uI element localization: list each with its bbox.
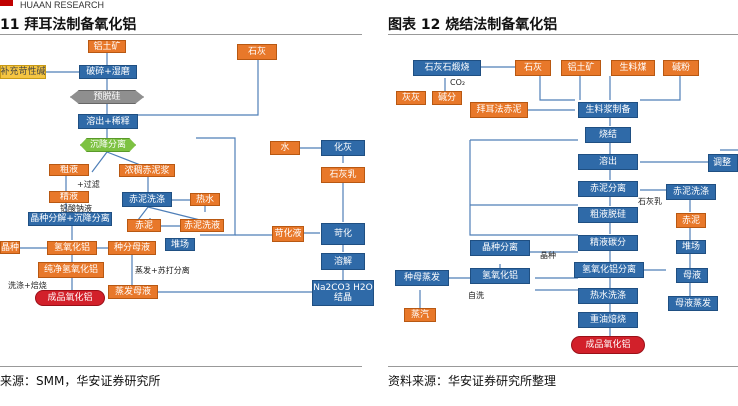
left-node-settle-separate: 沉降分离 <box>80 138 136 152</box>
left-node-soda-crystal: Na2CO3 H2O结晶 <box>312 280 374 306</box>
left-node-slaking: 化灰 <box>321 140 365 156</box>
left-node-causticizing-liquor: 苛化液 <box>272 226 304 242</box>
left-node-dissolve: 溶解 <box>321 253 365 270</box>
right-node-mother-liquor-evaporate: 母液蒸发 <box>668 296 718 311</box>
right-label-co2: CO₂ <box>450 78 466 87</box>
left-node-aluminium-hydroxide: 氢氧化铝 <box>47 241 97 255</box>
left-node-side-input: 补充苛性碱 <box>0 65 46 79</box>
right-node-steam: 蒸汽 <box>404 308 436 322</box>
left-node-pure-aluminium-hydroxide: 纯净氢氧化铝 <box>38 262 104 278</box>
right-node-crystal-separate: 晶种分离 <box>470 240 530 256</box>
right-node-soda: 碱粉 <box>663 60 699 76</box>
left-node-seed: 晶种 <box>0 241 20 254</box>
right-node-lime-ash: 灰灰 <box>396 91 426 105</box>
left-label-evaporate: 蒸发+苏打分离 <box>135 266 190 275</box>
left-title-rule <box>0 34 362 35</box>
left-node-red-mud: 赤泥 <box>127 219 161 232</box>
right-node-aluminium-hydroxide: 氢氧化铝 <box>470 268 530 284</box>
left-node-seed-wash-liquor: 种分母液 <box>108 241 156 255</box>
right-node-stockyard: 堆场 <box>676 240 706 254</box>
right-node-red-mud-wash: 赤泥洗涤 <box>666 184 716 200</box>
left-source-rule <box>0 366 362 367</box>
right-node-bauxite: 铝土矿 <box>561 60 601 76</box>
left-node-causticization: 苛化 <box>321 223 365 245</box>
left-node-predesilication: 预脱硅 <box>70 90 144 104</box>
brand-logo-mark <box>0 0 13 6</box>
right-node-crude-desilication: 粗液脱硅 <box>578 207 638 223</box>
left-node-crystal-seed-separate: 晶种分解+沉降分离 <box>28 212 112 226</box>
right-node-bayer-red-mud: 拜耳法赤泥 <box>470 102 528 118</box>
left-node-lime-milk: 石灰乳 <box>321 167 365 183</box>
left-node-dense-red-mud: 浓稠赤泥浆 <box>119 164 175 177</box>
left-node-water: 水 <box>270 141 300 155</box>
left-node-bauxite: 铝土矿 <box>88 40 126 53</box>
left-node-evaporated-mother-liquor: 蒸发母液 <box>108 285 158 299</box>
right-label-seed: 晶种 <box>540 251 556 260</box>
header-org: HUAAN RESEARCH <box>20 0 105 10</box>
right-node-adjust: 调整 <box>708 154 738 172</box>
left-node-finished-alumina: 成品氧化铝 <box>35 290 105 306</box>
right-node-red-mud-separate: 赤泥分离 <box>578 181 638 197</box>
right-node-refine-carbonation: 精液碳分 <box>578 235 638 251</box>
right-node-ah-separate: 氢氧化铝分离 <box>574 262 644 278</box>
left-node-crush-grind: 破碎+湿磨 <box>79 65 137 79</box>
left-node-red-mud-wash: 赤泥洗涤 <box>122 192 172 207</box>
left-figure-title: 11 拜耳法制备氧化铝 <box>0 17 137 33</box>
right-node-finished-alumina: 成品氧化铝 <box>571 336 645 354</box>
left-node-digest-dilute: 溶出+稀释 <box>78 114 138 129</box>
right-node-hot-water-wash: 热水洗涤 <box>578 288 638 304</box>
right-label-self-wash: 自洗 <box>468 291 484 300</box>
right-node-raw-coal: 生料煤 <box>611 60 655 76</box>
left-node-limestone: 石灰 <box>237 44 277 60</box>
left-figure-source: 来源：SMM，华安证券研究所 <box>0 374 161 388</box>
right-node-raw-slurry-prep: 生料浆制备 <box>578 102 638 118</box>
left-label-wash-roast: 洗涤+焙烧 <box>8 281 47 290</box>
right-node-digest: 溶出 <box>578 154 638 170</box>
right-node-limestone: 石灰 <box>515 60 551 76</box>
left-node-hot-water: 热水 <box>190 193 220 206</box>
right-node-red-mud: 赤泥 <box>676 213 706 228</box>
right-node-seed-mother-evaporate: 种母蒸发 <box>395 270 449 286</box>
right-figure-title: 图表 12 烧结法制备氧化铝 <box>388 17 558 33</box>
left-node-red-mud-wash-liquor: 赤泥洗液 <box>180 219 224 232</box>
left-node-crude-liquor: 粗液 <box>49 164 89 176</box>
left-node-fine-liquor: 精液 <box>49 191 89 203</box>
right-node-sinter: 烧结 <box>585 127 631 143</box>
left-node-stockyard: 堆场 <box>165 238 195 251</box>
left-label-filter: +过滤 <box>77 180 100 189</box>
left-label-sodium-aluminate: 铝酸钠液 <box>60 204 92 213</box>
right-source-rule <box>388 366 738 367</box>
right-label-lime-milk: 石灰乳 <box>638 197 662 206</box>
right-figure-source: 资料来源：华安证券研究所整理 <box>388 374 557 388</box>
right-node-heavy-oil-roast: 重油焙烧 <box>578 312 638 328</box>
right-node-limestone-calcine: 石灰石煅烧 <box>413 60 481 76</box>
right-node-soda-powder: 碱分 <box>432 91 462 105</box>
right-node-mother-liquor: 母液 <box>676 268 708 283</box>
right-title-rule <box>388 34 738 35</box>
